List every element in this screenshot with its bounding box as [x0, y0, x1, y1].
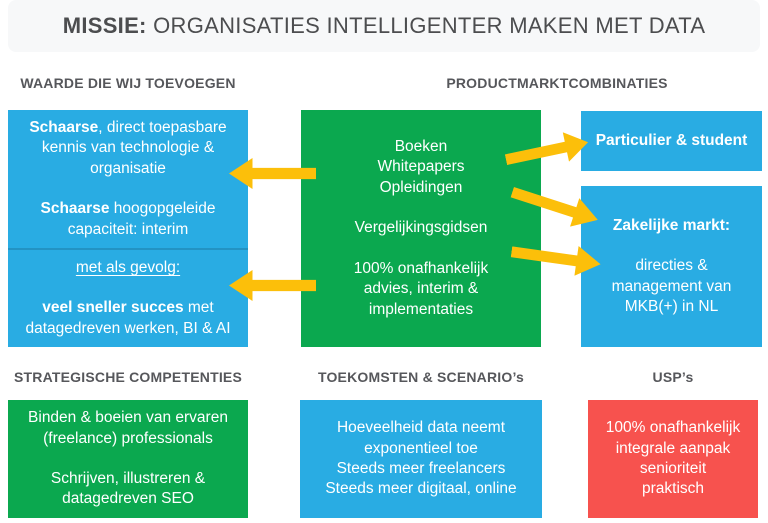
futures-box: Hoeveelheid data neemt exponentieel toe … — [300, 400, 542, 518]
usp-box: 100% onafhankelijk integrale aanpak seni… — [588, 400, 758, 518]
offer-group-advice: 100% onafhankelijk advies, interim & imp… — [309, 259, 533, 320]
offer-line: Boeken — [394, 137, 448, 155]
knowledge-text: Schaarse, direct toepasbare kennis van t… — [18, 118, 238, 179]
competencies-line: Binden & boeien van ervaren — [28, 409, 228, 427]
value-add-knowledge-section: Schaarse, direct toepasbare kennis van t… — [8, 110, 248, 248]
capacity-text: Schaarse hoogopgeleide capaciteit: inter… — [18, 199, 238, 240]
offer-line: advies, interim & — [363, 280, 479, 298]
business-market-title: Zakelijke markt: — [612, 216, 731, 234]
usp-line: praktisch — [641, 480, 705, 498]
futures-line: Steeds meer digitaal, online — [325, 480, 517, 498]
offer-box: Boeken Whitepapers Opleidingen Vergelijk… — [301, 110, 541, 347]
business-market-line: directies & — [635, 257, 708, 275]
business-market-box: Zakelijke markt: directies & management … — [581, 186, 762, 347]
offer-line: Vergelijkingsgidsen — [354, 219, 488, 237]
page-title: MISSIE: ORGANISATIES INTELLIGENTER MAKEN… — [63, 13, 706, 39]
competencies-box: Binden & boeien van ervaren (freelance) … — [8, 400, 248, 518]
value-add-box: Schaarse, direct toepasbare kennis van t… — [8, 110, 248, 347]
offer-line: 100% onafhankelijk — [353, 259, 489, 277]
title-prefix: MISSIE: — [62, 13, 147, 38]
offer-group-guides: Vergelijkingsgidsen — [309, 218, 533, 238]
capacity-text-rest: hoogopgeleide capaciteit: interim — [67, 200, 216, 238]
heading-competencies: STRATEGISCHE COMPETENTIES — [14, 369, 242, 385]
usp-line: 100% onafhankelijk — [605, 419, 741, 437]
result-lead-text: met als gevolg: — [75, 258, 181, 276]
futures-line: Hoeveelheid data neemt — [336, 419, 506, 437]
usp-line: integrale aanpak — [615, 439, 731, 457]
title-band: MISSIE: ORGANISATIES INTELLIGENTER MAKEN… — [8, 0, 760, 52]
competencies-line: (freelance) professionals — [43, 429, 213, 447]
competencies-group-1: Binden & boeien van ervaren (freelance) … — [16, 408, 240, 449]
competencies-group-2: Schrijven, illustreren & datagedreven SE… — [16, 469, 240, 510]
offer-line: implementaties — [368, 300, 474, 318]
title-main: ORGANISATIES INTELLIGENTER MAKEN MET DAT… — [153, 13, 706, 38]
business-market-line: management van — [611, 277, 732, 295]
offer-line: Whitepapers — [377, 158, 465, 176]
futures-line: Steeds meer freelancers — [336, 460, 506, 477]
knowledge-text-bold: Schaarse — [29, 118, 99, 136]
value-add-result-section: met als gevolg: veel sneller succes met … — [8, 248, 248, 347]
heading-value-add: WAARDE DIE WIJ TOEVOEGEN — [20, 75, 236, 91]
result-text-bold: veel sneller succes — [42, 299, 184, 317]
result-text: veel sneller succes met datagedreven wer… — [18, 298, 238, 339]
competencies-line: datagedreven SEO — [62, 490, 194, 508]
offer-line: Opleidingen — [379, 178, 463, 196]
offer-group-publications: Boeken Whitepapers Opleidingen — [309, 137, 533, 198]
heading-futures: TOEKOMSTEN & SCENARIO’s — [317, 369, 525, 385]
result-lead: met als gevolg: — [18, 258, 238, 278]
consumer-market-box: Particulier & student — [581, 111, 762, 171]
futures-line: exponentieel toe — [364, 439, 478, 457]
usp-line: senioriteit — [639, 460, 707, 477]
capacity-text-bold: Schaarse — [40, 200, 110, 218]
heading-product-market: PRODUCTMARKTCOMBINATIES — [446, 75, 668, 91]
competencies-line: Schrijven, illustreren & — [50, 470, 206, 487]
business-market-lines: directies & management van MKB(+) in NL — [589, 256, 754, 317]
consumer-market-label: Particulier & student — [595, 131, 748, 149]
result-text-rest: met datagedreven werken, BI & AI — [25, 299, 231, 337]
heading-usps: USP’s — [652, 369, 694, 385]
knowledge-text-rest: , direct toepasbare kennis van technolog… — [41, 118, 227, 177]
business-market-line: MKB(+) in NL — [624, 297, 719, 315]
